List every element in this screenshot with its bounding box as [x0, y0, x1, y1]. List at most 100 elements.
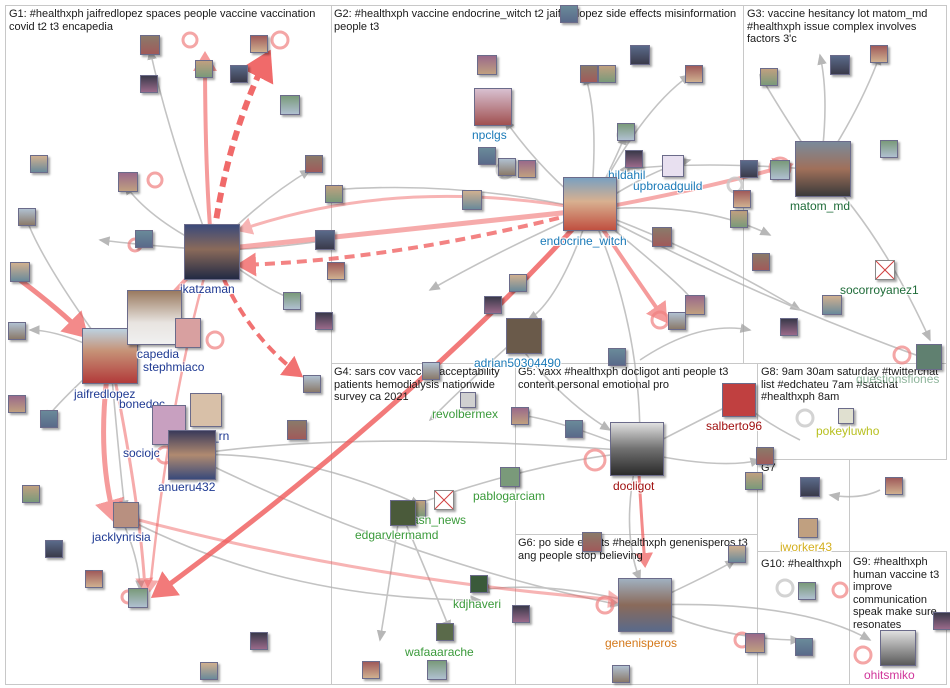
node-avatar-thumbnail[interactable] [45, 540, 63, 558]
node-avatar-wafaaarache[interactable] [436, 623, 454, 641]
node-avatar-thumbnail[interactable] [135, 230, 153, 248]
node-avatar-thumbnail[interactable] [303, 375, 321, 393]
node-label-endocrine_witch[interactable]: endocrine_witch [540, 234, 627, 248]
node-avatar-revolbermex[interactable] [460, 392, 476, 408]
node-avatar-thumbnail[interactable] [582, 532, 602, 552]
node-avatar-edgarvlermamd[interactable] [390, 500, 416, 526]
node-avatar-endocrine_witch[interactable] [563, 177, 617, 231]
node-avatar-thumbnail[interactable] [422, 362, 440, 380]
node-avatar-thumbnail[interactable] [18, 208, 36, 226]
node-avatar-thumbnail[interactable] [250, 35, 268, 53]
node-avatar-thumbnail[interactable] [730, 210, 748, 228]
node-avatar-thumbnail[interactable] [30, 155, 48, 173]
node-avatar-thumbnail[interactable] [8, 322, 26, 340]
node-avatar-thumbnail[interactable] [362, 661, 380, 679]
node-avatar-thumbnail[interactable] [560, 5, 578, 23]
node-avatar-thumbnail[interactable] [10, 262, 30, 282]
node-avatar-ohitsmiko[interactable] [880, 630, 916, 666]
node-avatar-thumbnail[interactable] [85, 570, 103, 588]
node-label-kdjhaveri[interactable]: kdjhaveri [453, 597, 502, 611]
node-avatar-thumbnail[interactable] [509, 274, 527, 292]
node-avatar-thumbnail[interactable] [668, 312, 686, 330]
node-label-iworker43[interactable]: iworker43 [780, 540, 833, 554]
node-avatar-thumbnail[interactable] [118, 172, 138, 192]
node-avatar-matom_md[interactable] [795, 141, 851, 197]
node-avatar-thumbnail[interactable] [617, 123, 635, 141]
node-label-docligot[interactable]: docligot [613, 479, 655, 493]
node-avatar-asn_news[interactable] [434, 490, 454, 510]
node-avatar-thumbnail[interactable] [770, 160, 790, 180]
node-avatar-capedia[interactable] [127, 290, 182, 345]
node-avatar-thumbnail[interactable] [652, 227, 672, 247]
node-avatar-rn[interactable] [190, 393, 222, 427]
node-avatar-thumbnail[interactable] [512, 605, 530, 623]
node-avatar-thumbnail[interactable] [608, 348, 626, 366]
node-avatar-thumbnail[interactable] [756, 447, 774, 465]
node-avatar-jacklynrisia[interactable] [113, 502, 139, 528]
node-label-npclgs[interactable]: npclgs [472, 128, 507, 142]
node-avatar-questionsfiones[interactable] [916, 344, 942, 370]
node-avatar-stephmiaco[interactable] [175, 318, 201, 348]
node-avatar-thumbnail[interactable] [305, 155, 323, 173]
node-avatar-thumbnail[interactable] [685, 295, 705, 315]
node-avatar-thumbnail[interactable] [287, 420, 307, 440]
node-label-genenisperos[interactable]: genenisperos [605, 636, 678, 650]
node-avatar-thumbnail[interactable] [880, 140, 898, 158]
node-avatar-thumbnail[interactable] [511, 407, 529, 425]
node-label-jkatzaman[interactable]: jkatzaman [180, 282, 235, 296]
node-avatar-thumbnail[interactable] [745, 472, 763, 490]
node-avatar-thumbnail[interactable] [230, 65, 248, 83]
node-avatar-thumbnail[interactable] [630, 45, 650, 65]
node-label-hildahil[interactable]: hildahil [608, 168, 646, 182]
node-label-edgarvlermamd[interactable]: edgarvlermamd [355, 528, 439, 542]
node-avatar-thumbnail[interactable] [478, 147, 496, 165]
node-avatar-iworker43[interactable] [798, 518, 818, 538]
node-avatar-thumbnail[interactable] [580, 65, 598, 83]
node-label-jaifredlopez[interactable]: jaifredlopez [74, 387, 136, 401]
node-avatar-thumbnail[interactable] [250, 632, 268, 650]
node-label-stephmiaco[interactable]: stephmiaco [143, 360, 205, 374]
node-avatar-thumbnail[interactable] [22, 485, 40, 503]
node-avatar-thumbnail[interactable] [598, 65, 616, 83]
node-avatar-thumbnail[interactable] [280, 95, 300, 115]
node-avatar-thumbnail[interactable] [625, 150, 643, 168]
node-avatar-thumbnail[interactable] [327, 262, 345, 280]
node-label-adrian50304490[interactable]: adrian50304490 [474, 356, 561, 370]
node-label-capedia[interactable]: capedia [137, 347, 180, 361]
node-avatar-thumbnail[interactable] [885, 477, 903, 495]
node-avatar-thumbnail[interactable] [477, 55, 497, 75]
node-avatar-adrian50304490[interactable] [506, 318, 542, 354]
node-avatar-thumbnail[interactable] [325, 185, 343, 203]
node-label-pablogarciam[interactable]: pablogarciam [473, 489, 546, 503]
node-avatar-thumbnail[interactable] [870, 45, 888, 63]
node-avatar-thumbnail[interactable] [795, 638, 813, 656]
node-avatar-thumbnail[interactable] [822, 295, 842, 315]
node-avatar-thumbnail[interactable] [128, 588, 148, 608]
node-avatar-thumbnail[interactable] [728, 545, 746, 563]
node-avatar-thumbnail[interactable] [752, 253, 770, 271]
node-label-ohitsmiko[interactable]: ohitsmiko [864, 668, 915, 682]
node-label-anueru432[interactable]: anueru432 [158, 480, 216, 494]
node-avatar-thumbnail[interactable] [140, 75, 158, 93]
node-avatar-socorroyanez1[interactable] [875, 260, 895, 280]
node-label-questionsfiones[interactable]: questionsfiones [856, 372, 940, 386]
node-label-revolbermex[interactable]: revolbermex [432, 407, 499, 421]
node-avatar-docligot[interactable] [610, 422, 664, 476]
node-avatar-thumbnail[interactable] [200, 662, 218, 680]
node-avatar-thumbnail[interactable] [484, 296, 502, 314]
node-avatar-thumbnail[interactable] [740, 160, 758, 178]
node-label-socorroyanez1[interactable]: socorroyanez1 [840, 283, 919, 297]
node-avatar-thumbnail[interactable] [518, 160, 536, 178]
node-label-pokeyluwho[interactable]: pokeyluwho [816, 424, 880, 438]
node-label-wafaaarache[interactable]: wafaaarache [405, 645, 474, 659]
node-avatar-thumbnail[interactable] [462, 190, 482, 210]
node-label-sociojc[interactable]: sociojc [123, 446, 160, 460]
node-avatar-thumbnail[interactable] [612, 665, 630, 683]
node-avatar-thumbnail[interactable] [315, 230, 335, 250]
node-avatar-thumbnail[interactable] [140, 35, 160, 55]
node-avatar-thumbnail[interactable] [933, 612, 950, 630]
node-avatar-genenisperos[interactable] [618, 578, 672, 632]
node-avatar-salberto96[interactable] [722, 383, 756, 417]
node-avatar-thumbnail[interactable] [733, 190, 751, 208]
node-avatar-thumbnail[interactable] [565, 420, 583, 438]
